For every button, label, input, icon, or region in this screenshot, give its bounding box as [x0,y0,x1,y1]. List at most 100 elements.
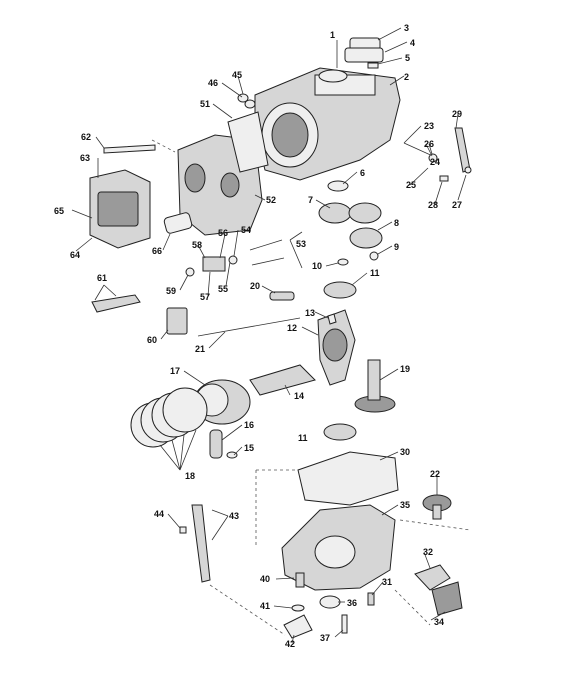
callout-12: 12 [287,323,297,333]
callout-30: 30 [400,447,410,457]
connecting-rod-part [249,364,316,396]
o-ring-45-part [244,99,256,109]
callout-19: 19 [400,364,410,374]
callout-17: 17 [170,366,180,376]
valve-spring-part [202,256,226,272]
callout-45: 45 [232,70,242,80]
callout-44: 44 [154,509,164,519]
callout-28: 28 [428,200,438,210]
dowel-part [367,592,375,606]
callout-58: 58 [192,240,202,250]
callout-9: 9 [394,242,399,252]
callout-65: 65 [54,206,64,216]
callout-11-top: 11 [370,268,380,278]
callout-13: 13 [305,308,315,318]
callout-labels: 1 2 3 4 5 6 7 8 9 10 11 11 12 13 14 15 1… [54,23,462,649]
callout-leaders [71,27,467,644]
lever-nut-part [428,153,438,163]
cam-follower-part [349,227,383,249]
clip-10-part [337,258,349,266]
callout-23: 23 [424,121,434,131]
callout-27: 27 [452,200,462,210]
callout-34: 34 [434,617,444,627]
bracket-part [283,614,313,639]
valve-2-part [251,257,285,266]
callout-21: 21 [195,344,205,354]
crank-key-part [327,313,337,325]
callout-59: 59 [166,286,176,296]
oil-slinger-part [414,564,451,591]
callout-32: 32 [423,547,433,557]
long-bolt-part [103,144,156,154]
drain-bolt-part [341,614,348,634]
oil-seal-part [319,595,341,609]
callout-63: 63 [80,153,90,163]
pushrod-part [197,317,301,337]
callout-18: 18 [185,471,195,481]
callout-40: 40 [260,574,270,584]
callout-52: 52 [266,195,276,205]
callout-60: 60 [147,335,157,345]
callout-3: 3 [404,23,409,33]
callout-16: 16 [244,420,254,430]
callout-66: 66 [152,246,162,256]
sump-gasket-part [297,451,399,506]
callout-25: 25 [406,180,416,190]
retainer-part [185,267,195,277]
callout-31: 31 [382,577,392,587]
callout-37: 37 [320,633,330,643]
piston-pin-part [209,429,223,459]
callout-51: 51 [200,99,210,109]
cam-gear-part [354,359,396,413]
crankshaft-part [317,309,356,386]
callout-6: 6 [360,168,365,178]
exhaust-gasket-part [163,212,193,234]
small-clip-part [367,62,379,69]
callout-24: 24 [430,157,440,167]
lever-washer-part [464,166,472,174]
callout-4: 4 [410,38,415,48]
piston-rings-part [130,387,208,448]
dipstick-screw-part [179,526,187,534]
main-bearing-top-part [323,281,357,299]
callout-29: 29 [452,109,462,119]
callout-53: 53 [296,239,306,249]
oil-sensor-part [295,572,305,588]
lever-bolt-part [439,175,449,182]
rocker-arm-part [91,294,141,313]
callout-35: 35 [400,500,410,510]
callout-56: 56 [218,228,228,238]
crankcase-part [254,67,401,181]
governor-gear-part [422,494,452,520]
pin-clip-part [226,451,238,459]
governor-shaft-part [403,142,436,158]
valve-1-part [249,239,283,251]
callout-7: 7 [308,195,313,205]
valve-cover-part [89,169,151,249]
callout-2: 2 [404,72,409,82]
callout-64: 64 [70,250,80,260]
head-gasket-part [227,111,269,173]
callout-42: 42 [285,639,295,649]
callout-8: 8 [394,218,399,228]
tappet-part [269,291,295,301]
callout-15: 15 [244,443,254,453]
callout-41: 41 [260,601,270,611]
callout-10: 10 [312,261,322,271]
oil-sump-part [281,504,396,591]
callout-54: 54 [241,225,251,235]
dipstick-tube-part [191,504,211,583]
callout-11-bottom: 11 [298,433,308,443]
cover-plate-part [344,47,384,63]
callout-36: 36 [347,598,357,608]
callout-61: 61 [97,273,107,283]
camshaft-gear-part [318,202,382,224]
pushrod-guide-part [166,307,188,335]
governor-lever-part [454,127,471,173]
washer-9-part [369,251,379,261]
callout-22: 22 [430,469,440,479]
callout-5: 5 [405,53,410,63]
callout-43: 43 [229,511,239,521]
callout-14: 14 [294,391,304,401]
